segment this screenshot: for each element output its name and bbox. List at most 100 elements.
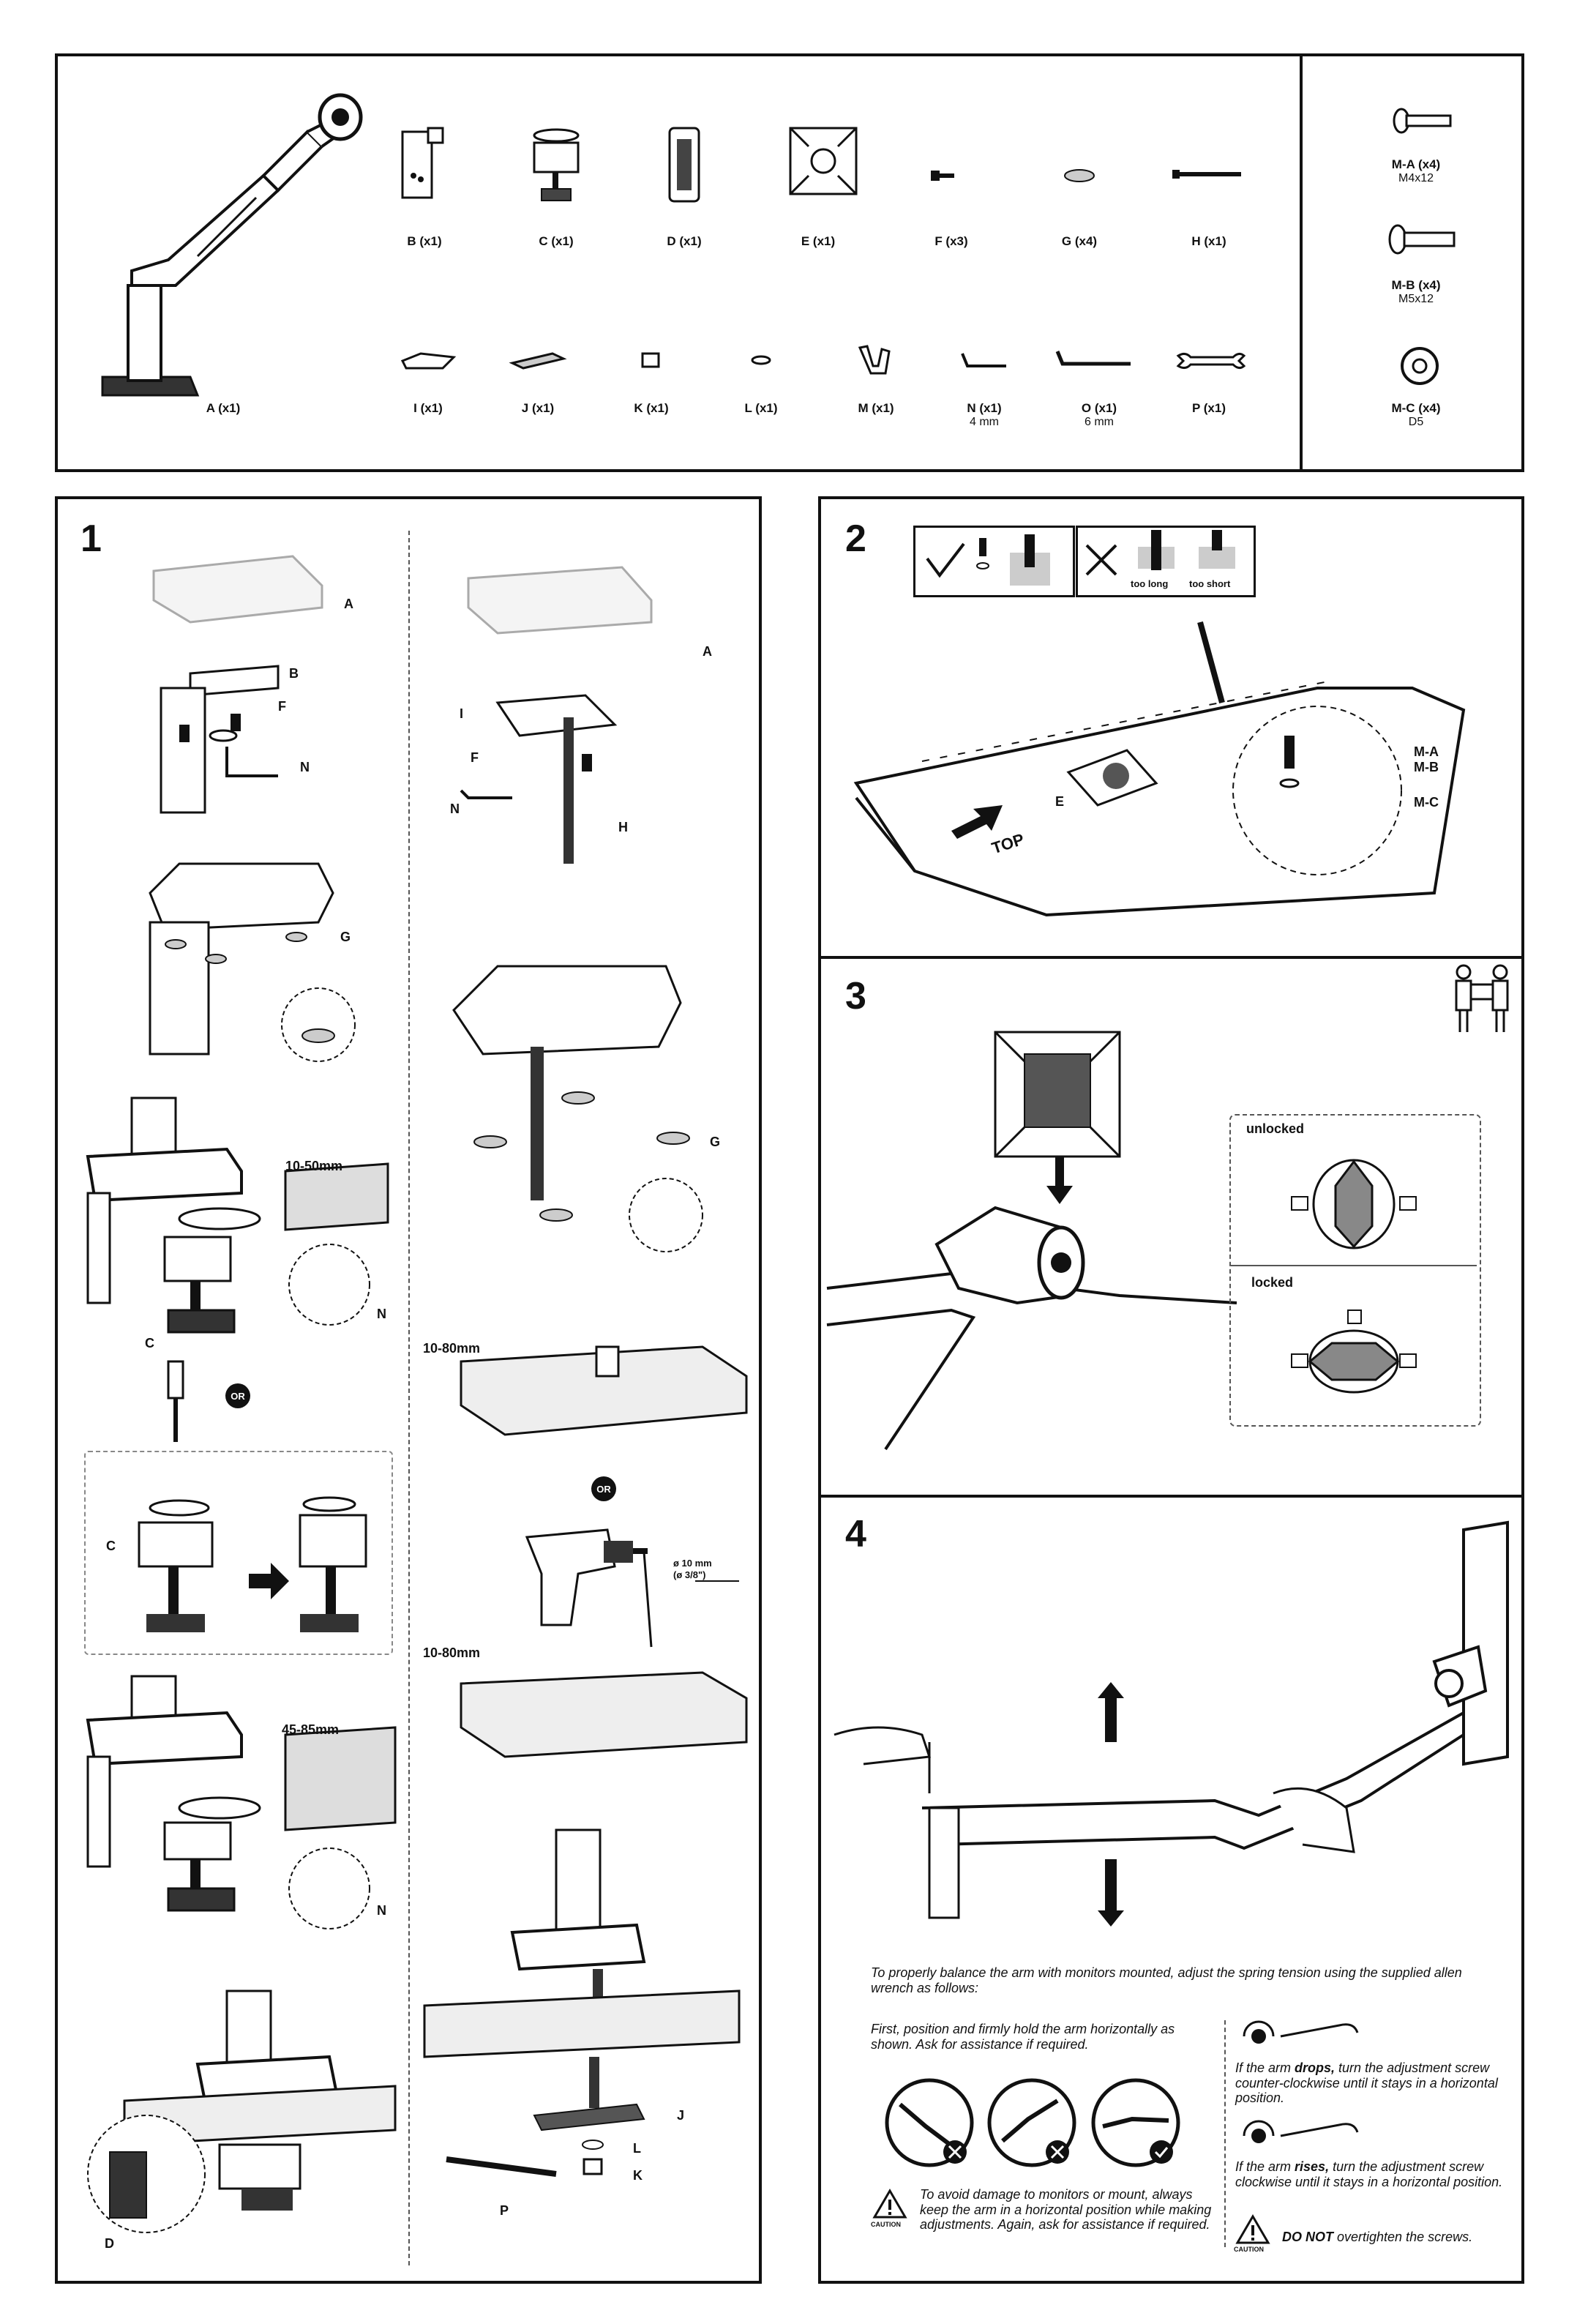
step2-callout-e: E — [1055, 794, 1065, 809]
screw-label-m-a-size: M4x12 — [1398, 171, 1434, 184]
step3-lock-divider — [1231, 1265, 1477, 1266]
part-label-a: A (x1) — [206, 401, 241, 415]
step1-callout-c-1: C — [145, 1336, 154, 1350]
part-label-f: F (x3) — [934, 234, 968, 248]
screw-too-short-icon — [1199, 530, 1235, 569]
screw-m-a — [1393, 108, 1452, 134]
step1-desk-clamp-small — [86, 1096, 389, 1334]
part-label-m: M (x1) — [858, 401, 894, 415]
step4-intro-text: To properly balance the arm with monitor… — [871, 1965, 1462, 1995]
step1-dim-clamp-small: 10-50mm — [285, 1159, 343, 1173]
step4-arm-balancing-illustration — [834, 1520, 1509, 1927]
two-person-lift-icon — [1455, 964, 1509, 1032]
step1-callout-i: I — [460, 706, 464, 721]
part-label-i: I (x1) — [413, 401, 443, 415]
step1-callout-n-1: N — [300, 760, 310, 774]
part-label-d: D (x1) — [667, 234, 702, 248]
part-label-b: B (x1) — [407, 234, 442, 248]
step2-number: 2 — [845, 518, 866, 560]
part-label-n-name: N (x1) — [967, 401, 1002, 415]
part-h-rod — [1172, 170, 1241, 179]
monitor-arm-illustration — [101, 93, 363, 397]
step3-number: 3 — [845, 975, 866, 1017]
step1-drill-size: ø 10 mm(ø 3/8") — [673, 1558, 712, 1580]
step1-alternate-clamp-box — [84, 1451, 393, 1655]
step2-too-short-label: too short — [1189, 578, 1231, 589]
part-label-g: G (x4) — [1061, 234, 1098, 248]
step1-desk-drilled — [460, 1671, 748, 1758]
step3-vesa-attach-illustration — [826, 1031, 1237, 1451]
step4-rises-text: If the arm rises, turn the adjustment sc… — [1235, 2159, 1513, 2189]
step1-callout-f-2: F — [471, 750, 479, 765]
screw-label-m-b: M-B (x4)M5x12 — [1391, 278, 1440, 306]
screw-length-correct-icon — [976, 534, 1050, 586]
screw-label-m-a: M-A (x4)M4x12 — [1392, 157, 1440, 185]
step4-rises-suffix: turn the adjustment screw clockwise unti… — [1235, 2159, 1503, 2189]
step4-number: 4 — [845, 1513, 866, 1555]
screw-label-m-b-size: M5x12 — [1398, 292, 1434, 305]
step4-first-text: First, position and firmly hold the arm … — [871, 2022, 1175, 2052]
step1-clamp-conversion — [138, 1360, 367, 1632]
step1-or-badge-2: OR — [591, 1476, 616, 1501]
step4-rises-prefix: If the arm — [1235, 2159, 1295, 2174]
part-label-j: J (x1) — [521, 401, 555, 415]
step1-underdesk-mounting — [423, 1828, 741, 2177]
step3-lock-callout-box — [1229, 1114, 1481, 1427]
caution-triangle-icon-1 — [872, 2189, 907, 2219]
part-label-o-size: 6 mm — [1085, 415, 1114, 428]
part-label-k: K (x1) — [634, 401, 669, 415]
step3-panel — [818, 956, 1524, 1498]
step4-overtighten: overtighten the screws. — [1333, 2230, 1473, 2244]
part-c-clamp — [533, 128, 580, 201]
part-d-cover — [668, 127, 700, 203]
step1-dim-clamp-large: 45-85mm — [282, 1722, 340, 1737]
part-p-wrench — [1176, 352, 1246, 370]
step2-monitor-back-illustration — [853, 621, 1466, 917]
arm-tilt-wrong-icon-2 — [987, 2078, 1076, 2167]
wrench-clockwise-icon — [1243, 2120, 1359, 2143]
part-l-washer — [751, 355, 771, 365]
part-o-allen-key — [1055, 351, 1131, 366]
parts-panel — [55, 53, 1524, 472]
part-g-pad — [1064, 169, 1095, 182]
step1-clamp-cover-install — [87, 1989, 397, 2233]
step1-callout-c-2: C — [106, 1539, 116, 1553]
step1-callout-j: J — [677, 2108, 685, 2123]
unlocked-dial-icon — [1291, 1159, 1417, 1249]
parts-divider — [1300, 55, 1303, 471]
step1-callout-g-2: G — [710, 1135, 721, 1149]
step4-drops-word: drops, — [1295, 2060, 1336, 2075]
step1-desk-grommet-hole — [460, 1345, 748, 1436]
step1-or-badge-1: OR — [225, 1383, 250, 1408]
step1-drill-illustration — [525, 1528, 739, 1648]
check-icon — [926, 542, 965, 578]
step4-rises-word: rises, — [1295, 2159, 1330, 2174]
step1-callout-n-2: N — [377, 1307, 386, 1321]
step1-dim-drill-desk: 10-80mm — [423, 1645, 481, 1660]
step1-number: 1 — [80, 518, 102, 560]
part-j-plate — [509, 352, 567, 370]
part-label-p: P (x1) — [1192, 401, 1226, 415]
step2-too-long-label: too long — [1131, 578, 1169, 589]
wrench-counterclockwise-icon — [1243, 2020, 1359, 2044]
step4-drops-text: If the arm drops, turn the adjustment sc… — [1235, 2060, 1513, 2106]
step1-base-with-pads — [149, 862, 356, 1062]
step2-wrong-box — [1076, 526, 1256, 597]
step3-locked-label: locked — [1251, 1275, 1294, 1290]
part-label-o: O (x1)6 mm — [1082, 401, 1117, 429]
step1-grommet-assembly — [460, 566, 653, 864]
step1-drill-size-mm: ø 10 mm — [673, 1558, 712, 1569]
step1-callout-n-3: N — [377, 1903, 386, 1918]
arm-tilt-wrong-icon-1 — [885, 2078, 974, 2167]
part-n-allen-key — [961, 353, 1006, 367]
part-label-c: C (x1) — [539, 234, 574, 248]
step2-correct-box — [913, 526, 1075, 597]
part-label-o-name: O (x1) — [1081, 401, 1117, 415]
part-f-screw — [931, 171, 954, 181]
cross-icon — [1085, 544, 1117, 576]
step1-divider — [408, 531, 410, 2265]
screw-label-m-c-size: D5 — [1408, 415, 1424, 428]
screw-label-m-b-name: M-B (x4) — [1391, 278, 1441, 292]
step1-grommet-base-pads — [452, 965, 703, 1252]
step1-callout-g-1: G — [340, 930, 351, 944]
